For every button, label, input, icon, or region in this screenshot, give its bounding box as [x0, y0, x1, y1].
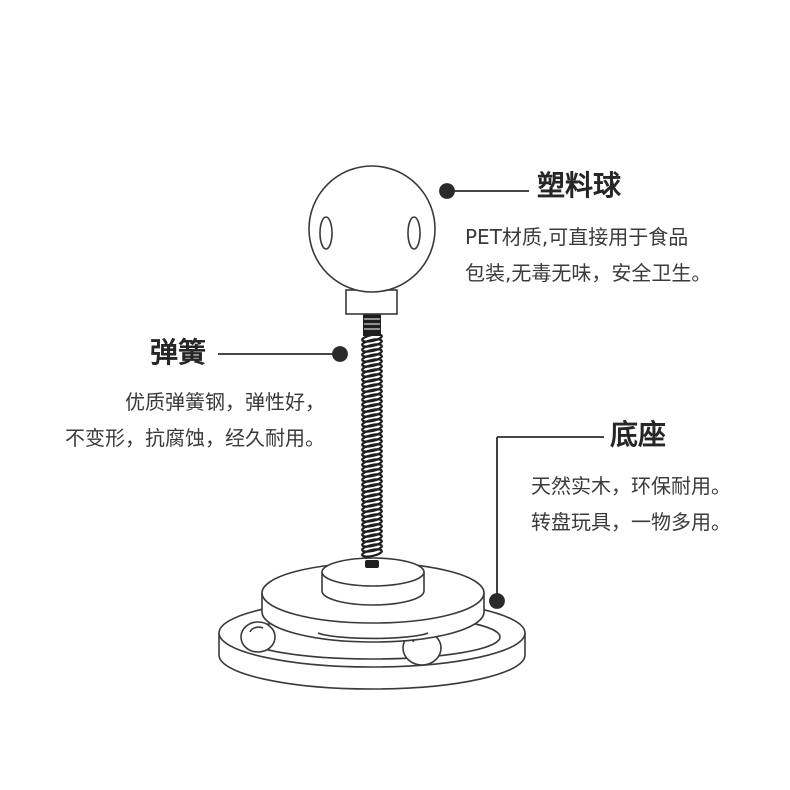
ball-callout-title: 塑料球: [537, 169, 622, 202]
spring-leader-dot: [332, 346, 348, 362]
base-illustration: [218, 557, 526, 690]
spring-coils: [361, 333, 383, 558]
track-ball-left-highlight: [249, 626, 264, 633]
base-callout-title: 底座: [610, 418, 667, 451]
plastic-ball-illustration: [308, 165, 436, 315]
ball-callout-description: PET材质,可直接用于食品 包装,无毒无味，安全卫生。: [465, 219, 711, 291]
spring-desc-line-2: 不变形，抗腐蚀，经久耐用。: [65, 426, 325, 450]
leader-lines: [218, 183, 604, 609]
spring-callout-title: 弹簧: [150, 336, 207, 369]
base-groove: [317, 632, 429, 640]
spring-bottom-cap: [365, 560, 379, 568]
base-hub-top: [321, 557, 425, 587]
plastic-ball: [308, 165, 436, 293]
ball-desc-line-1: PET材质,可直接用于食品: [465, 225, 689, 249]
spring-desc-line-1: 优质弹簧钢，弹性好，: [125, 390, 325, 414]
base-leader-dot: [489, 593, 505, 609]
base-callout-description: 天然实木，环保耐用。 转盘玩具，一物多用。: [531, 468, 731, 540]
ball-collar: [345, 289, 398, 315]
ball-hole-right: [407, 216, 421, 250]
spring-callout-description: 优质弹簧钢，弹性好， 不变形，抗腐蚀，经久耐用。: [65, 384, 325, 456]
spring-coil: [361, 548, 383, 558]
spring-illustration: [361, 314, 383, 568]
ball-leader-dot: [439, 183, 455, 199]
spring-top-connector: [363, 314, 381, 336]
ball-desc-line-2: 包装,无毒无味，安全卫生。: [465, 261, 712, 285]
base-desc-line-1: 天然实木，环保耐用。: [531, 474, 731, 498]
track-ball-left: [240, 621, 276, 653]
ball-hole-left: [319, 216, 333, 250]
base-desc-line-2: 转盘玩具，一物多用。: [531, 510, 731, 534]
